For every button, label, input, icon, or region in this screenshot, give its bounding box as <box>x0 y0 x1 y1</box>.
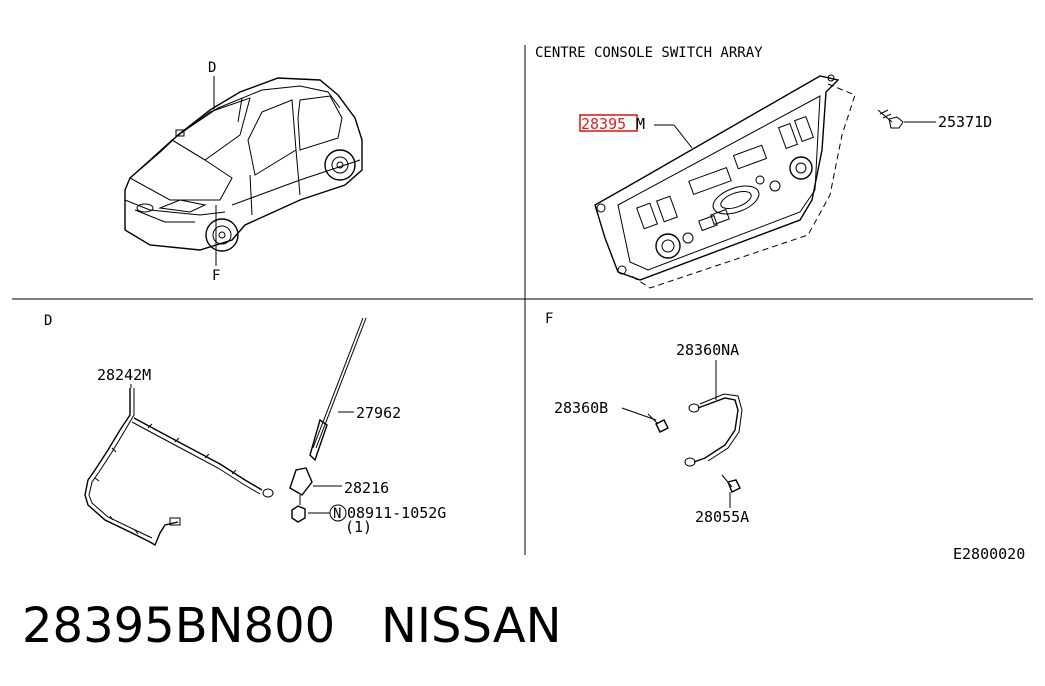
car-illustration <box>124 76 363 266</box>
callout-f-label: F <box>212 268 220 284</box>
part-28055a[interactable]: 28055A <box>695 508 749 526</box>
part-28242m[interactable]: 28242M <box>97 366 151 384</box>
footer-part-number: 28395BN800 <box>22 598 336 654</box>
screw-25371d <box>877 109 936 129</box>
part-28395-suffix: M <box>636 115 645 133</box>
part-28216[interactable]: 28216 <box>344 479 389 497</box>
part-08911-qty: (1) <box>345 518 372 536</box>
footer-caption: 28395BN800 NISSAN <box>22 598 562 654</box>
part-27962[interactable]: 27962 <box>356 404 401 422</box>
antenna-base-28216 <box>289 467 342 505</box>
drawing-code: E2800020 <box>953 545 1025 563</box>
n-symbol: N <box>333 506 341 522</box>
footer-brand: NISSAN <box>380 598 562 654</box>
section-f-label: F <box>545 311 553 327</box>
antenna-rod-27962 <box>309 317 367 462</box>
part-28360b[interactable]: 28360B <box>554 399 608 417</box>
section-d-label: D <box>44 313 52 329</box>
part-28395-highlight[interactable]: 28395 <box>581 115 626 133</box>
section-title: CENTRE CONSOLE SWITCH ARRAY <box>535 45 763 61</box>
nut-08911-1052g <box>291 504 347 523</box>
part-25371d[interactable]: 25371D <box>938 113 992 131</box>
part-28360na[interactable]: 28360NA <box>676 341 739 359</box>
bolt-28360b <box>621 407 669 433</box>
callout-d-label: D <box>208 60 216 76</box>
console-switch-array <box>594 74 856 289</box>
harness-28242m <box>84 384 274 547</box>
highlight-box <box>579 114 638 132</box>
part-08911-1052g[interactable]: 08911-1052G <box>347 504 446 522</box>
bolt-28055a <box>721 474 741 508</box>
ground-strap-28360na <box>684 360 743 467</box>
